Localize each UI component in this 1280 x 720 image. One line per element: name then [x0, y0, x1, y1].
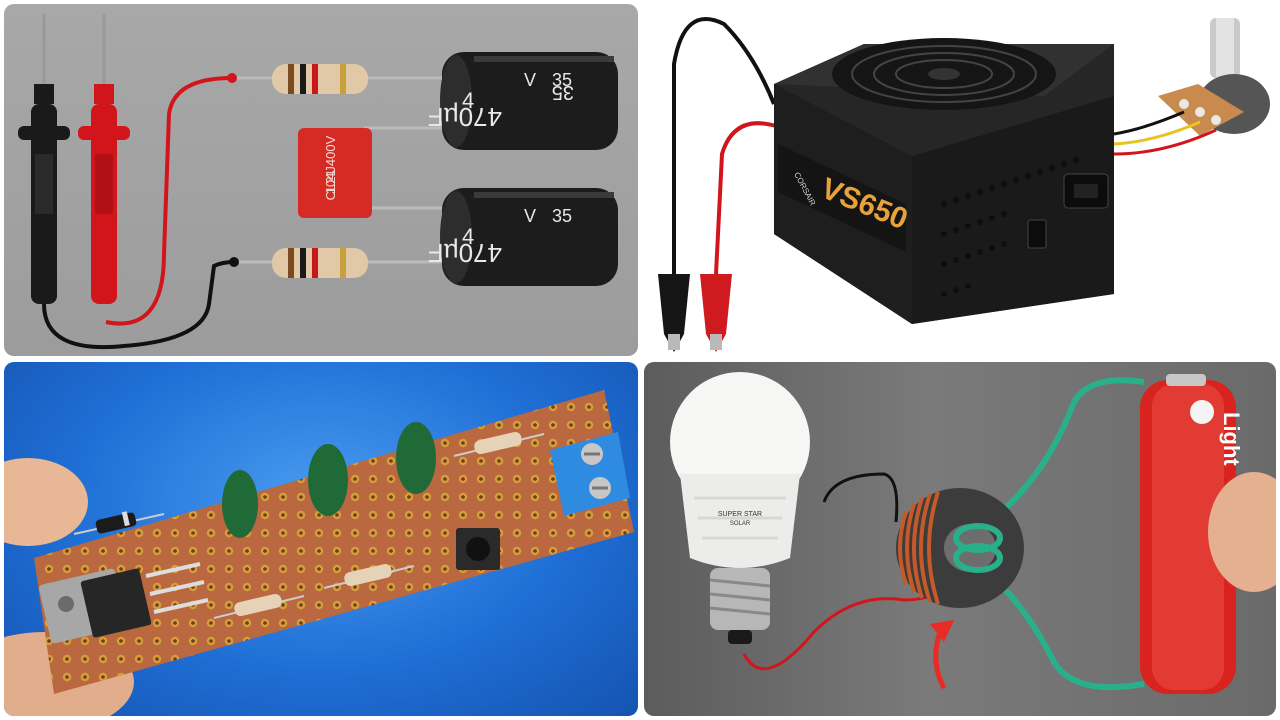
ceramic-capacitor-3	[396, 422, 436, 494]
right-finger	[1208, 472, 1276, 592]
black-probe	[18, 14, 70, 304]
cap-top-capacitance: 470µF	[428, 102, 502, 132]
resistor-bottom	[272, 248, 368, 278]
cap-top-rating: 35	[552, 70, 572, 90]
push-button	[456, 528, 500, 570]
voltage-regulator	[39, 562, 209, 644]
psu-body	[774, 38, 1114, 324]
black-wire	[42, 260, 235, 349]
red-bulb-wire	[742, 586, 944, 671]
screw-terminal	[550, 432, 630, 516]
film-capacitor: CL21 104J400V	[298, 128, 372, 218]
perfboard-photo	[4, 362, 638, 716]
joule-thief-drawing: SUPER STAR SOLAR	[670, 372, 1276, 694]
resistor-b	[323, 563, 415, 589]
cap-top-voltage: V	[524, 70, 536, 90]
cap-bottom-rating: 35	[552, 206, 572, 226]
green-wire-top	[982, 377, 1145, 529]
toroid-coil	[896, 488, 1024, 608]
perfboard-drawing	[4, 390, 634, 716]
electrolytic-capacitor-bottom: V 35 470µF 4	[428, 188, 618, 286]
cap-bottom-capacitance: 470µF	[428, 238, 502, 268]
green-wire-bottom	[982, 567, 1145, 691]
joule-thief-photo: SUPER STAR SOLAR	[644, 362, 1276, 716]
left-finger	[4, 458, 88, 546]
cap-top-edge-mark: 4	[462, 88, 474, 113]
cap-top-label: 35	[552, 81, 574, 103]
ceramic-capacitor-1	[222, 470, 258, 538]
red-probe	[78, 14, 130, 304]
red-wire	[105, 76, 233, 326]
black-alligator-clip	[658, 274, 690, 352]
diode	[73, 511, 165, 535]
battery-18650: Light	[1140, 374, 1244, 694]
black-lead	[672, 17, 776, 274]
bulb-label-line2: SOLAR	[730, 521, 751, 527]
red-alligator-clip	[700, 274, 732, 352]
film-cap-label: CL21 104J400V	[323, 135, 338, 200]
cap-bottom-edge-mark: 4	[462, 224, 474, 249]
resistor-top	[272, 64, 368, 94]
black-bulb-wire	[822, 472, 899, 523]
bulb-label-line1: SUPER STAR	[718, 511, 762, 518]
potentiometer	[1158, 18, 1270, 136]
battery-brand: Light	[1219, 412, 1244, 466]
filter-circuit-drawing: CL21 104J400V 35 V 35 470µF 4 V 35 470µF…	[18, 14, 618, 349]
red-arrow	[933, 631, 947, 690]
electrolytic-capacitor-top: 35 V 35 470µF 4	[428, 52, 618, 150]
perfboard	[34, 390, 634, 694]
power-supply-photo: CORSAIR VS650	[644, 4, 1276, 356]
resistor-a	[453, 431, 545, 457]
led-bulb: SUPER STAR SOLAR	[670, 372, 810, 644]
cap-bottom-voltage: V	[524, 206, 536, 226]
red-lead	[714, 121, 777, 275]
ceramic-capacitor-2	[308, 444, 348, 516]
power-supply-drawing: CORSAIR VS650	[658, 17, 1270, 352]
resistor-c	[213, 593, 305, 619]
filter-circuit-photo: CL21 104J400V 35 V 35 470µF 4 V 35 470µF…	[4, 4, 638, 356]
